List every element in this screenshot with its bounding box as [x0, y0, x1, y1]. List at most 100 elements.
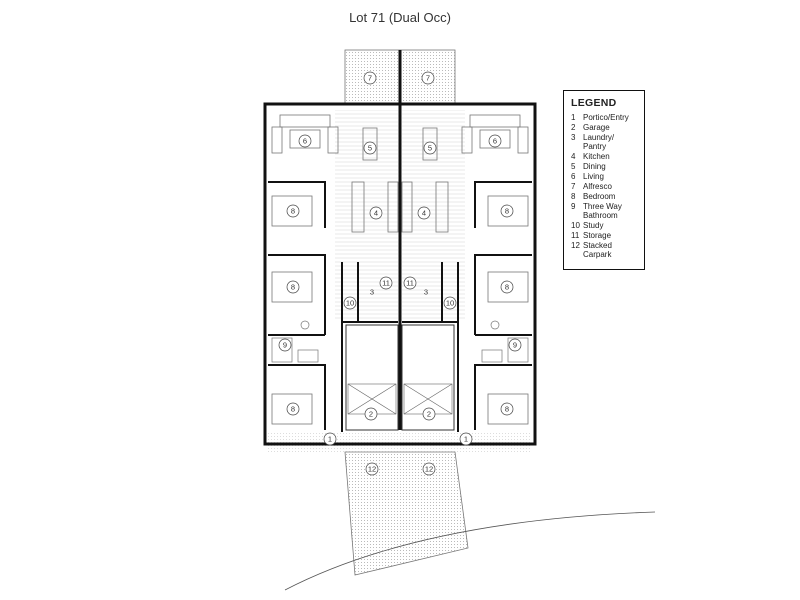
- svg-text:6: 6: [303, 137, 307, 146]
- legend-item-label: Three Way Bathroom: [583, 202, 622, 220]
- marker-portico-right: 1: [459, 432, 473, 446]
- room-markers: 7 7 6 6 5 5 4 4 8 8 8 8 8 8 11 11 3 3 10…: [278, 71, 522, 476]
- svg-text:1: 1: [328, 435, 332, 444]
- svg-text:7: 7: [368, 74, 372, 83]
- svg-text:4: 4: [374, 209, 378, 218]
- legend-item-number: 8: [571, 192, 576, 201]
- marker-living-right: 6: [488, 134, 502, 148]
- svg-text:3: 3: [370, 288, 374, 297]
- marker-portico-left: 1: [323, 432, 337, 446]
- svg-text:3: 3: [424, 288, 428, 297]
- svg-text:8: 8: [505, 405, 509, 414]
- svg-text:4: 4: [422, 209, 426, 218]
- internal-walls-right: [402, 181, 532, 432]
- legend-item: 4 Kitchen: [571, 152, 639, 161]
- svg-text:5: 5: [368, 144, 372, 153]
- marker-kitchen-right: 4: [417, 206, 431, 220]
- legend-item-number: 11: [571, 231, 580, 240]
- svg-text:1: 1: [464, 435, 468, 444]
- kitchen-islands: [351, 181, 449, 233]
- legend-item-label: Study: [583, 221, 604, 230]
- marker-living-left: 6: [298, 134, 312, 148]
- ground-line: [284, 511, 656, 591]
- legend-list: 1 Portico/Entry 2 Garage 3 Laundry/ Pantry 4 Ki…: [571, 113, 639, 259]
- marker-laundry-left: 3: [370, 288, 374, 297]
- marker-bathroom-left: 9: [278, 338, 292, 352]
- legend-item-number: 10: [571, 221, 580, 230]
- marker-bedroom-r3: 8: [500, 402, 514, 416]
- path-strip: [268, 432, 532, 452]
- legend-item-number: 4: [571, 152, 576, 161]
- legend-title: LEGEND: [571, 97, 617, 109]
- legend-item-number: 9: [571, 202, 576, 211]
- marker-alfresco-left: 7: [363, 71, 377, 85]
- svg-text:6: 6: [493, 137, 497, 146]
- marker-dining-right: 5: [423, 141, 437, 155]
- legend-item-label: Bedroom: [583, 192, 616, 201]
- legend-item: 1 Portico/Entry: [571, 113, 639, 122]
- svg-text:5: 5: [428, 144, 432, 153]
- svg-text:8: 8: [505, 283, 509, 292]
- svg-text:11: 11: [382, 279, 390, 288]
- marker-alfresco-right: 7: [421, 71, 435, 85]
- marker-bedroom-l3: 8: [286, 402, 300, 416]
- svg-text:9: 9: [283, 341, 287, 350]
- svg-text:12: 12: [368, 465, 376, 474]
- marker-carpark-left: 12: [365, 462, 379, 476]
- legend-item-number: 12: [571, 241, 580, 250]
- legend-item: 9 Three Way Bathroom: [571, 202, 639, 220]
- marker-study-right: 10: [443, 296, 457, 310]
- legend-item-label: Dining: [583, 162, 606, 171]
- marker-garage-right: 2: [422, 407, 436, 421]
- legend-item-number: 5: [571, 162, 576, 171]
- legend-item: 2 Garage: [571, 123, 639, 132]
- legend-item-number: 2: [571, 123, 576, 132]
- marker-garage-left: 2: [364, 407, 378, 421]
- svg-text:8: 8: [291, 405, 295, 414]
- driveway-area: [344, 451, 469, 576]
- svg-text:12: 12: [425, 465, 433, 474]
- marker-storage-right: 11: [403, 276, 417, 290]
- legend-item-label: Garage: [583, 123, 610, 132]
- svg-text:9: 9: [513, 341, 517, 350]
- legend-item-number: 6: [571, 172, 576, 181]
- svg-text:10: 10: [346, 299, 354, 308]
- legend-item-label: Portico/Entry: [583, 113, 629, 122]
- svg-text:10: 10: [446, 299, 454, 308]
- marker-bedroom-r1: 8: [500, 204, 514, 218]
- legend-item-number: 7: [571, 182, 576, 191]
- bathroom-fixtures: [271, 320, 529, 363]
- svg-text:8: 8: [291, 207, 295, 216]
- marker-laundry-right: 3: [424, 288, 428, 297]
- legend-item-label: Alfresco: [583, 182, 612, 191]
- page-title: Lot 71 (Dual Occ): [349, 10, 451, 25]
- svg-text:2: 2: [369, 410, 373, 419]
- legend-item-label: Kitchen: [583, 152, 610, 161]
- marker-bathroom-right: 9: [508, 338, 522, 352]
- marker-study-left: 10: [343, 296, 357, 310]
- svg-text:2: 2: [427, 410, 431, 419]
- living-furniture: [271, 114, 529, 154]
- marker-storage-left: 11: [379, 276, 393, 290]
- legend-item: 8 Bedroom: [571, 192, 639, 201]
- svg-text:8: 8: [291, 283, 295, 292]
- marker-dining-left: 5: [363, 141, 377, 155]
- legend-item-label: Laundry/ Pantry: [583, 133, 615, 151]
- legend-item: 3 Laundry/ Pantry: [571, 133, 639, 151]
- legend-box: LEGEND 1 Portico/Entry 2 Garage 3 Laundry/ Pa…: [563, 90, 645, 270]
- legend-item-number: 1: [571, 113, 576, 122]
- svg-text:7: 7: [426, 74, 430, 83]
- marker-carpark-right: 12: [422, 462, 436, 476]
- dining-tables: [362, 127, 438, 161]
- legend-item-label: Stacked Carpark: [583, 241, 612, 259]
- svg-text:8: 8: [505, 207, 509, 216]
- svg-text:11: 11: [406, 279, 414, 288]
- beds: [271, 195, 529, 425]
- legend-item-number: 3: [571, 133, 576, 142]
- garage-right: [401, 324, 455, 431]
